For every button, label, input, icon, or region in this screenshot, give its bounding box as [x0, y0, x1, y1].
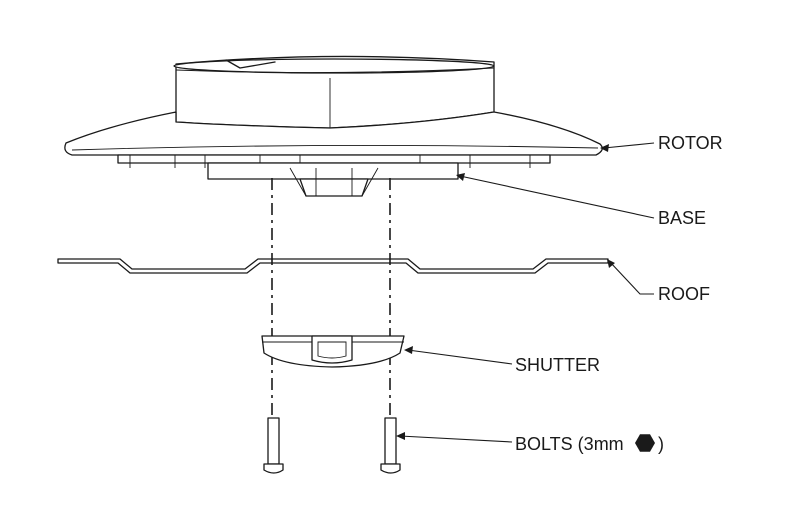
shutter-part: [261, 335, 405, 368]
leader-base: [456, 173, 655, 219]
bolt-right: [380, 417, 401, 474]
leader-bolts: [396, 432, 513, 443]
base-part: [117, 154, 551, 197]
label-bolts: BOLTS (3mm: [515, 434, 624, 454]
label-bolts-prefix: BOLTS (3mm: [515, 434, 624, 454]
label-roof: ROOF: [658, 284, 710, 304]
label-bolts-suffix: ): [658, 434, 664, 454]
hex-icon: [635, 434, 655, 452]
leader-rotor: [600, 142, 655, 152]
roof-part: [57, 258, 609, 274]
leader-shutter: [404, 346, 513, 365]
bolt-left: [263, 417, 284, 474]
label-shutter: SHUTTER: [515, 355, 600, 375]
label-rotor: ROTOR: [658, 133, 723, 153]
leader-roof: [607, 259, 654, 295]
label-base: BASE: [658, 208, 706, 228]
rotor-part: [64, 55, 603, 156]
